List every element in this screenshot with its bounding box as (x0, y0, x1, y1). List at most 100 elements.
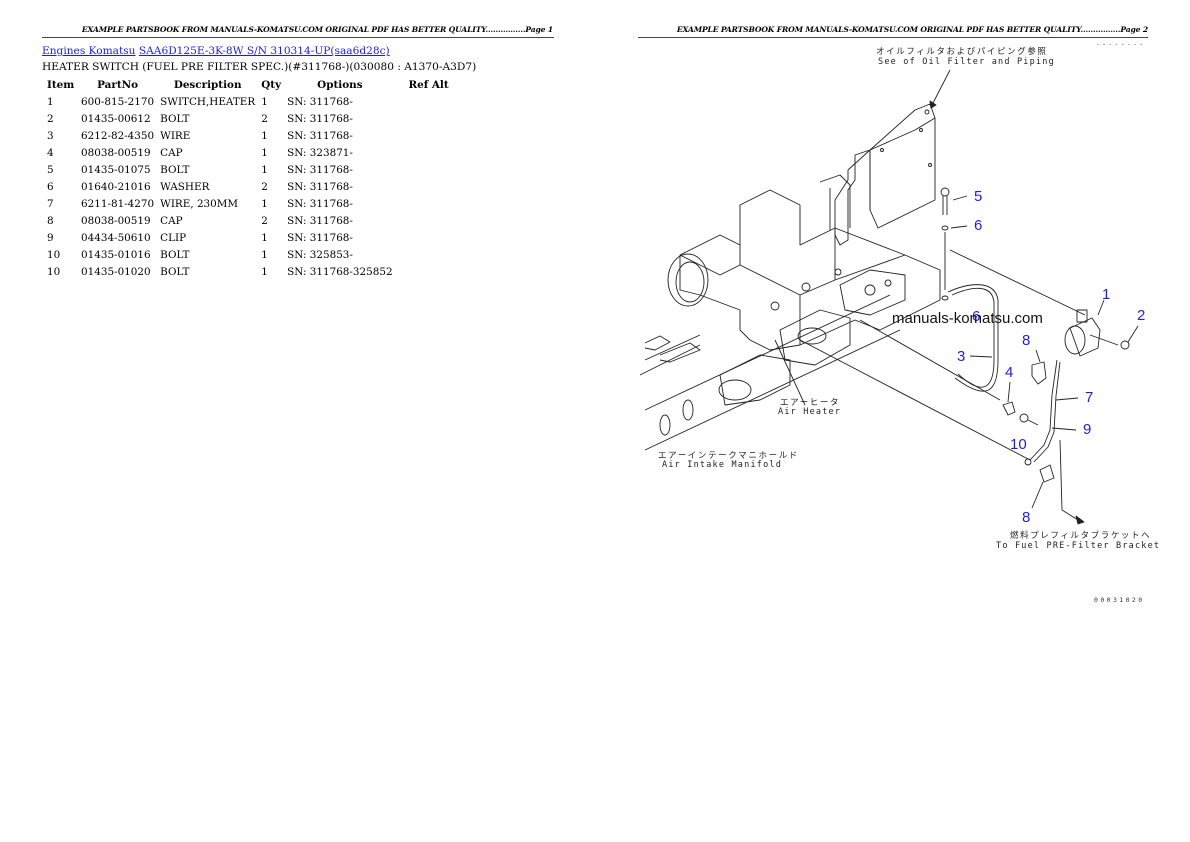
cell-partno: 01435-01016 (81, 248, 151, 261)
callout-6-lower: 6 (972, 308, 981, 325)
link-engines-komatsu[interactable]: Engines Komatsu (42, 45, 136, 57)
cell-options: SN: 311768- (287, 214, 353, 227)
cell-item: 5 (47, 163, 54, 176)
col-qty: Qty (261, 78, 282, 91)
cell-refalt (396, 144, 462, 161)
callout-7: 7 (1085, 389, 1094, 406)
callout-4: 4 (1005, 364, 1014, 381)
label-fuel-bracket-jp: 燃料プレフィルタブラケットへ (1010, 531, 1152, 541)
cell-options: SN: 311768-325852 (287, 265, 393, 278)
callout-8-lower: 8 (1022, 509, 1031, 526)
cell-item: 8 (47, 214, 54, 227)
table-row: 9 04434-50610 CLIP 1 SN: 311768- (44, 229, 462, 246)
col-refalt: Ref Alt (408, 78, 449, 91)
label-intake-jp: エアーインテークマニホールド (658, 451, 799, 461)
cell-qty: 1 (261, 95, 268, 108)
cell-qty: 1 (261, 248, 268, 261)
col-options: Options (317, 78, 363, 91)
callout-5: 5 (974, 188, 983, 205)
cell-item: 10 (47, 265, 61, 278)
cell-item: 3 (47, 129, 54, 142)
cell-refalt (396, 263, 462, 280)
link-model[interactable]: SAA6D125E-3K-8W S/N 310314-UP(saa6d28c) (138, 45, 390, 57)
cell-description: WIRE, 230MM (160, 197, 239, 210)
cell-refalt (396, 161, 462, 178)
table-row: 8 08038-00519 CAP 2 SN: 311768- (44, 212, 462, 229)
callout-2: 2 (1137, 307, 1146, 324)
cell-options: SN: 311768- (287, 129, 353, 142)
cell-item: 9 (47, 231, 54, 244)
cell-options: SN: 323871- (287, 146, 353, 159)
label-oil-filter-en: See of Oil Filter and Piping (878, 57, 1055, 67)
cell-options: SN: 325853- (287, 248, 353, 261)
label-air-heater-jp: エアーヒータ (780, 398, 841, 408)
label-intake-en: Air Intake Manifold (662, 460, 783, 470)
col-item: Item (47, 78, 75, 91)
callout-1: 1 (1102, 286, 1111, 303)
parts-table: Item PartNo Description Qty Options Ref … (44, 76, 462, 280)
col-description: Description (173, 78, 242, 91)
label-air-heater-en: Air Heater (778, 407, 842, 417)
cell-description: SWITCH,HEATER (160, 95, 256, 108)
cell-partno: 01435-01020 (81, 265, 151, 278)
cell-partno: 08038-00519 (81, 214, 151, 227)
cell-refalt (396, 178, 462, 195)
drawing-number: 00031020 (1094, 596, 1145, 604)
corner-marks: -------- (1096, 41, 1146, 48)
cell-qty: 1 (261, 197, 268, 210)
callout-9: 9 (1083, 421, 1092, 438)
cell-qty: 1 (261, 129, 268, 142)
cell-qty: 1 (261, 265, 268, 278)
cell-qty: 2 (261, 180, 268, 193)
cell-description: BOLT (160, 112, 190, 125)
callout-3: 3 (957, 348, 966, 365)
cell-refalt (396, 229, 462, 246)
section-title: HEATER SWITCH (FUEL PRE FILTER SPEC.)(#3… (42, 61, 477, 73)
cell-qty: 2 (261, 214, 268, 227)
cell-options: SN: 311768- (287, 197, 353, 210)
cell-options: SN: 311768- (287, 180, 353, 193)
cell-description: CAP (160, 214, 183, 227)
table-row: 10 01435-01020 BOLT 1 SN: 311768-325852 (44, 263, 462, 280)
cell-partno: 01435-00612 (81, 112, 151, 125)
cell-partno: 600-815-2170 (81, 95, 155, 108)
callout-6-upper: 6 (974, 217, 983, 234)
page-1: EXAMPLE PARTSBOOK FROM MANUALS-KOMATSU.C… (42, 25, 554, 280)
cell-options: SN: 311768- (287, 163, 353, 176)
label-fuel-bracket-en: To Fuel PRE-Filter Bracket (996, 541, 1161, 551)
cell-partno: 04434-50610 (81, 231, 151, 244)
cell-partno: 01640-21016 (81, 180, 151, 193)
cell-refalt (396, 246, 462, 263)
cell-refalt (396, 212, 462, 229)
page-2-header: EXAMPLE PARTSBOOK FROM MANUALS-KOMATSU.C… (676, 25, 1148, 34)
callout-8-upper: 8 (1022, 332, 1031, 349)
cell-refalt (396, 127, 462, 144)
cell-options: SN: 311768- (287, 95, 353, 108)
cell-description: BOLT (160, 265, 190, 278)
cell-qty: 1 (261, 146, 268, 159)
header-rule (42, 37, 554, 38)
cell-description: BOLT (160, 163, 190, 176)
cell-item: 6 (47, 180, 54, 193)
cell-item: 4 (47, 146, 54, 159)
table-header-row: Item PartNo Description Qty Options Ref … (44, 76, 462, 93)
cell-options: SN: 311768- (287, 112, 353, 125)
cell-qty: 1 (261, 231, 268, 244)
cell-partno: 08038-00519 (81, 146, 151, 159)
cell-partno: 01435-01075 (81, 163, 151, 176)
cell-options: SN: 311768- (287, 231, 353, 244)
table-row: 1 600-815-2170 SWITCH,HEATER 1 SN: 311768- (44, 93, 462, 110)
page-header: EXAMPLE PARTSBOOK FROM MANUALS-KOMATSU.C… (81, 25, 553, 34)
cell-description: CLIP (160, 231, 187, 244)
cell-item: 2 (47, 112, 54, 125)
cell-item: 1 (47, 95, 54, 108)
cell-description: BOLT (160, 248, 190, 261)
cell-partno: 6211-81-4270 (81, 197, 155, 210)
watermark-text: manuals-komatsu.com (892, 310, 1043, 327)
